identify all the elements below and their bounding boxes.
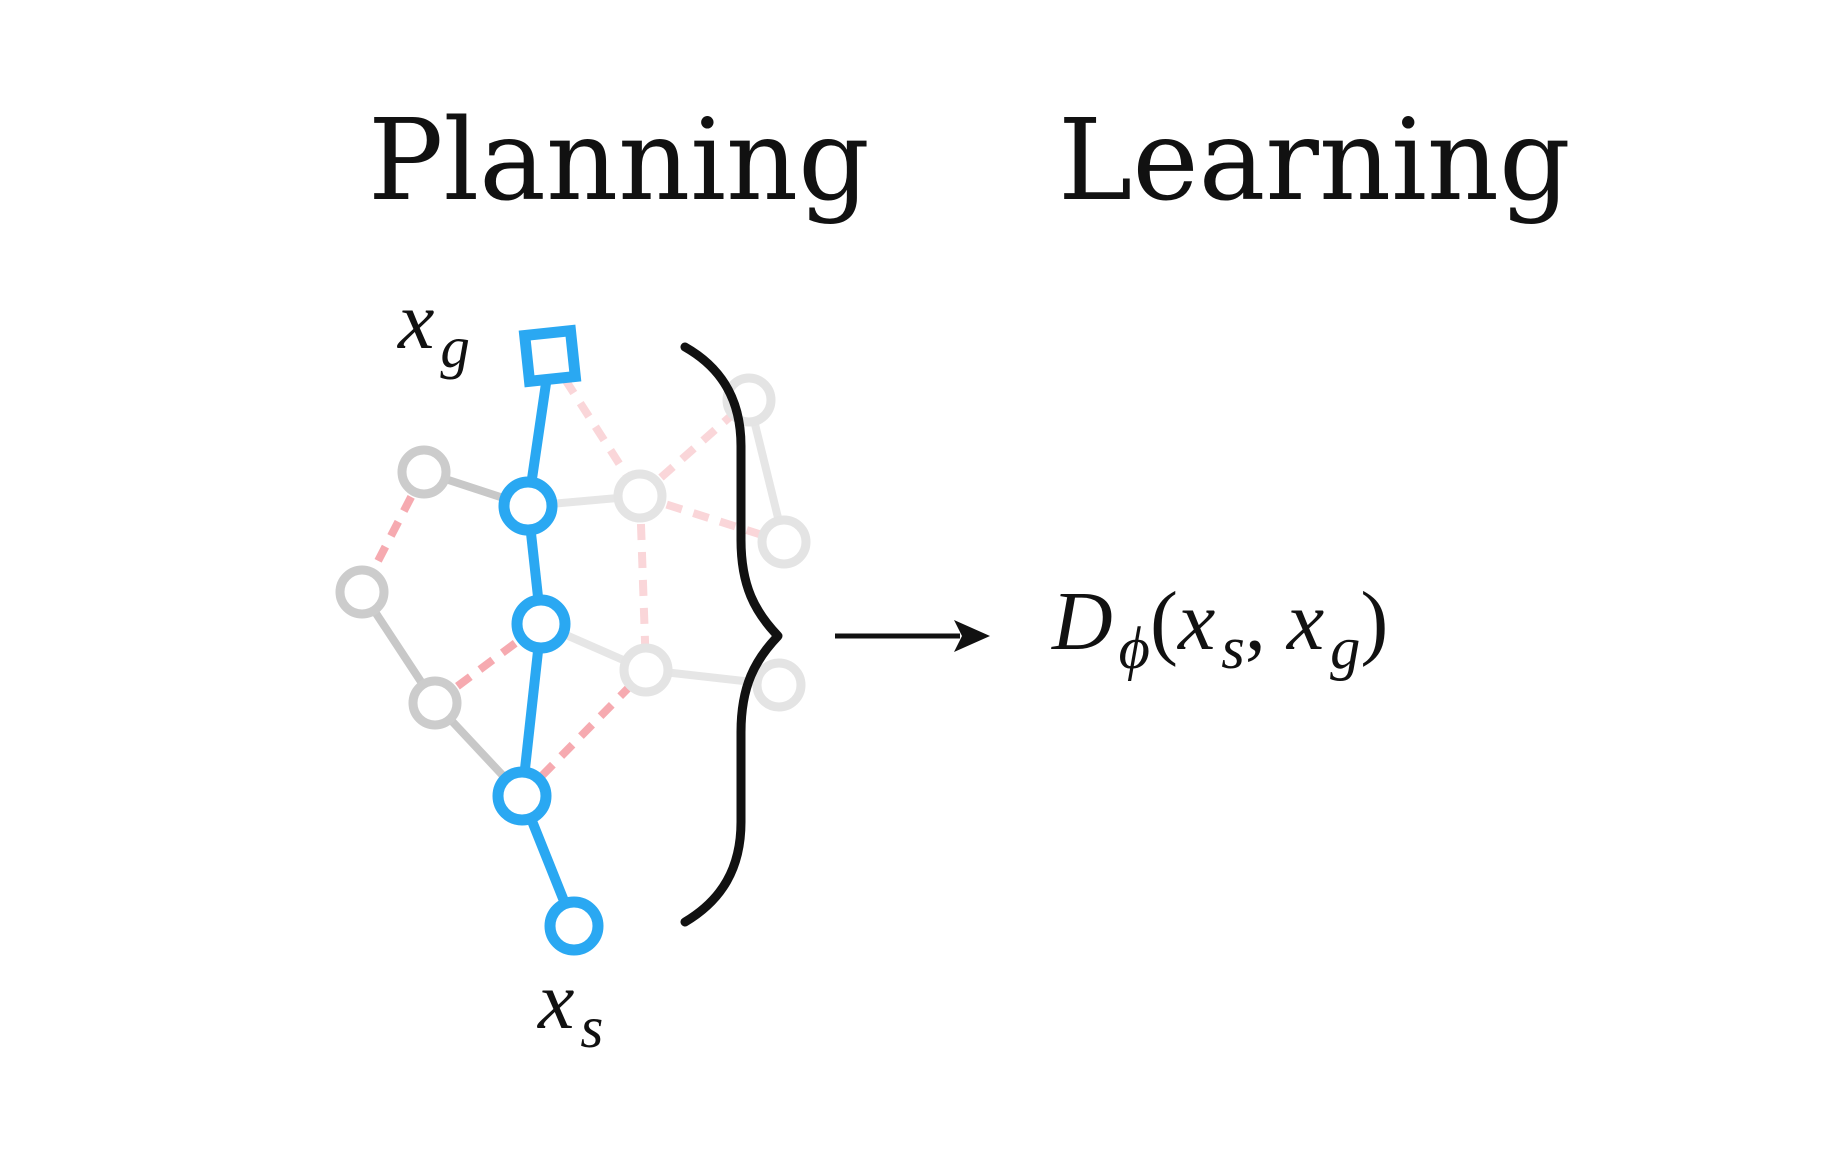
graph-node-gray-g1	[397, 445, 451, 499]
graph-node-faded-f1	[613, 469, 667, 523]
close-paren: )	[1360, 575, 1389, 668]
goal-node-square	[518, 324, 582, 388]
graph-nodes	[335, 324, 811, 956]
distance-arg2: x	[1286, 575, 1325, 668]
comma: ,	[1244, 575, 1266, 668]
arrow-head	[954, 620, 990, 652]
goal-subscript: g	[440, 313, 470, 380]
learned-distance-label: Dϕ(xs, xg)	[1052, 580, 1388, 680]
distance-arg2-subscript: g	[1330, 615, 1361, 683]
curly-brace	[680, 342, 783, 927]
distance-arg1: x	[1177, 575, 1216, 668]
graph-node-gray-g3	[408, 676, 462, 730]
distance-fn-subscript: ϕ	[1118, 615, 1150, 683]
graph-edge-red_faded-f1-f2	[636, 495, 650, 671]
open-paren: (	[1149, 575, 1178, 668]
graph-node-path-p2	[511, 594, 571, 654]
graph-node-path-p1	[498, 476, 558, 536]
graph-edge-red-g3-p2	[432, 620, 544, 707]
learning-heading: Learning	[1058, 96, 1571, 226]
graph-edges	[358, 353, 788, 928]
distance-arg1-subscript: s	[1221, 615, 1245, 683]
graph-node-faded-f2	[619, 643, 673, 697]
planning-heading: Planning	[368, 96, 870, 226]
goal-symbol: x	[398, 275, 435, 366]
graph-node-faded-f4	[757, 515, 811, 569]
graph-node-path-start	[544, 896, 604, 956]
graph-node-path-p3	[492, 766, 552, 826]
graph-node-faded-f5	[752, 658, 806, 712]
graph-node-gray-g2	[335, 565, 389, 619]
distance-fn: D	[1052, 575, 1113, 668]
start-subscript: s	[580, 993, 604, 1060]
start-symbol: x	[538, 955, 575, 1046]
